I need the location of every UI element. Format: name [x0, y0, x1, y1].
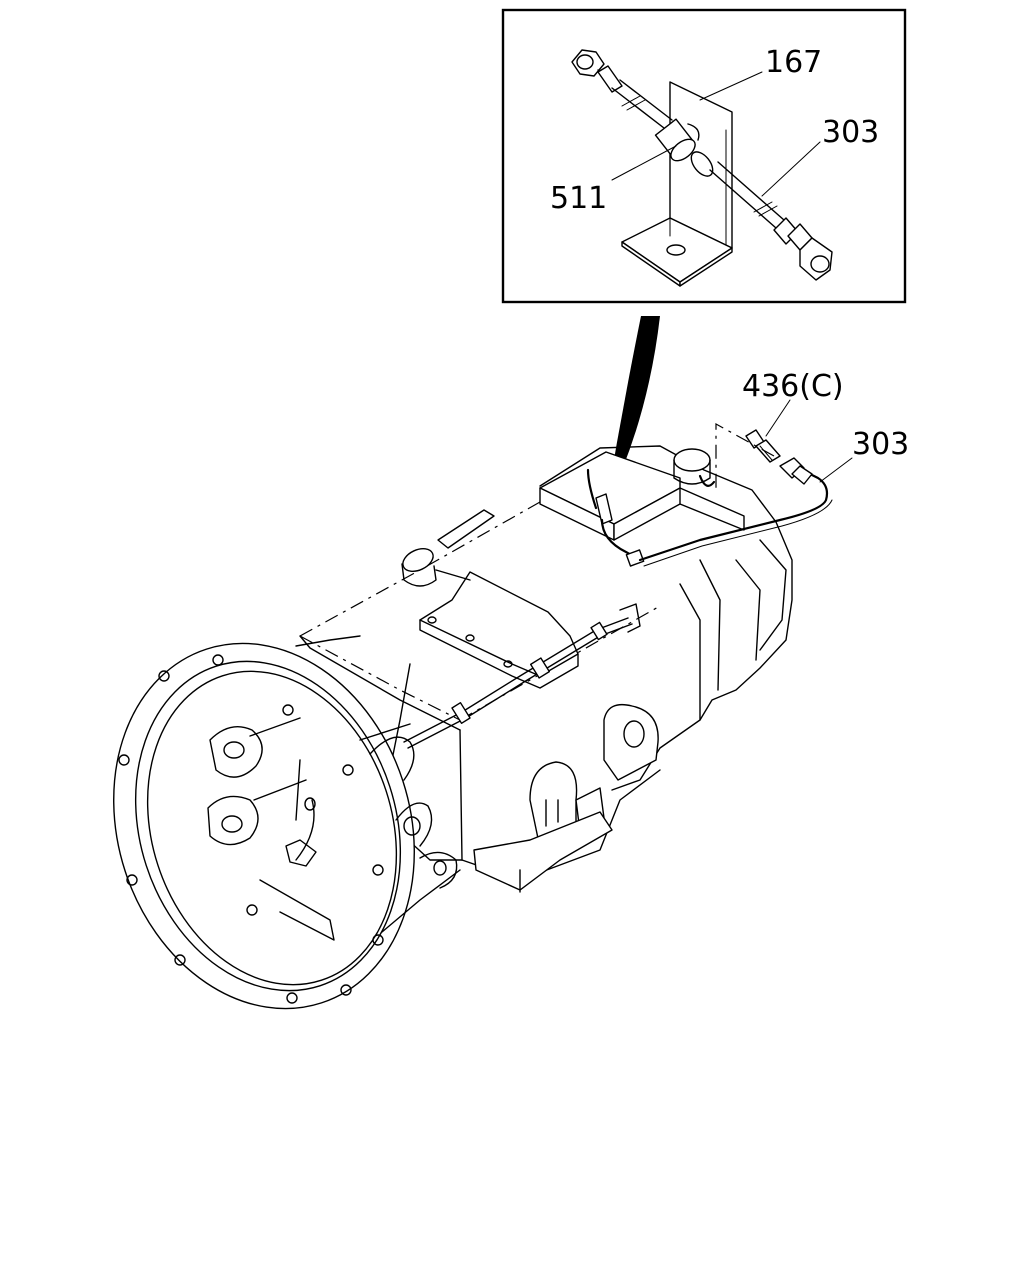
bell-housing	[113, 642, 415, 1010]
callout-303-inset: 303	[822, 115, 879, 150]
detail-inset: 167 303 511	[501, 8, 907, 304]
leader-303-inset	[761, 141, 821, 197]
leader-167	[699, 71, 763, 101]
leader-511	[611, 145, 677, 181]
main-hose	[586, 422, 833, 567]
leader-436c	[765, 399, 791, 437]
bracket-part	[621, 81, 733, 287]
inset-hose	[571, 49, 833, 281]
transmission-assembly	[113, 399, 853, 1010]
leader-303-main	[819, 457, 853, 483]
callout-167: 167	[765, 45, 822, 80]
callout-303-main: 303	[852, 427, 909, 462]
callout-436c: 436(C)	[742, 369, 844, 404]
callout-511: 511	[550, 181, 607, 216]
